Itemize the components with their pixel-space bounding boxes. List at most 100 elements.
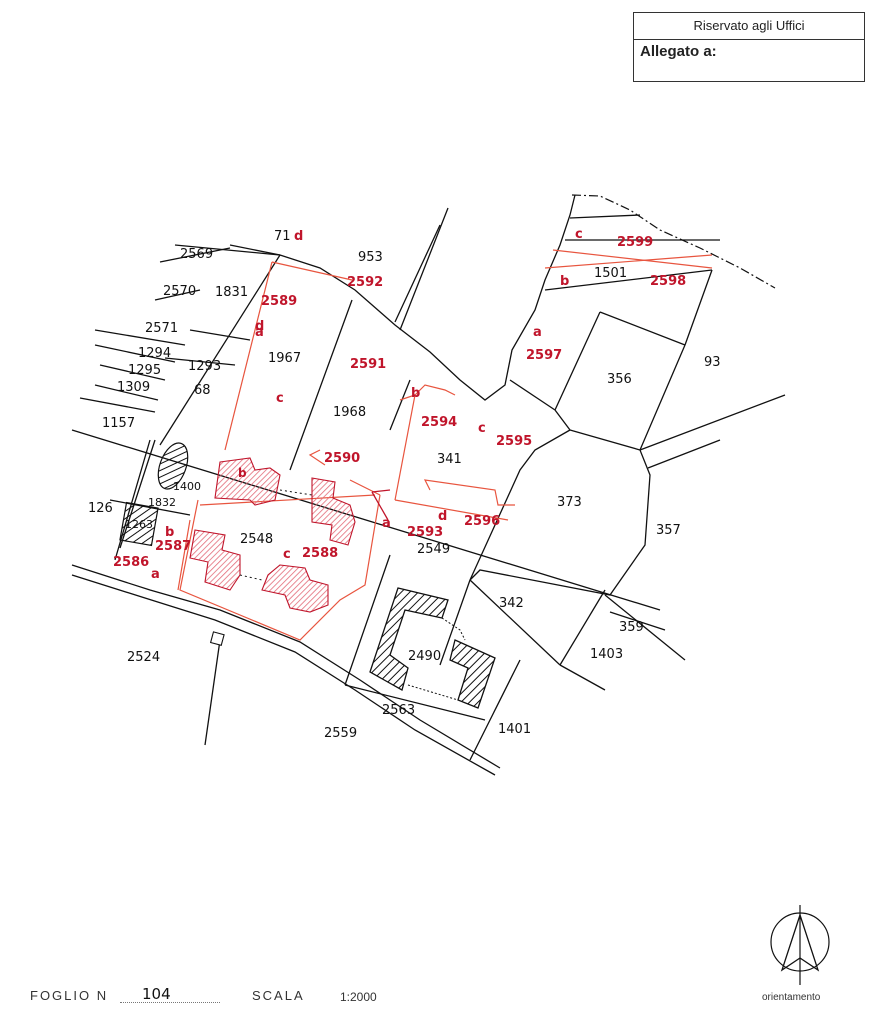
boundary-line <box>554 409 571 431</box>
subdivision-letter: b <box>238 466 247 480</box>
parcel-label-red: 2595 <box>496 434 532 449</box>
planned-building-sw <box>189 529 241 591</box>
boundary-line <box>684 269 713 346</box>
north-arrow <box>770 905 830 985</box>
parcel-label: 71 <box>274 229 291 244</box>
parcel-label: 1968 <box>333 405 366 420</box>
boundary-line <box>99 364 166 381</box>
parcel-label-red: 2596 <box>464 514 500 529</box>
dotted-paths <box>239 489 313 581</box>
boundary-line <box>554 311 601 411</box>
office-box-header: Riservato agli Uffici <box>634 13 864 40</box>
parcel-label-red: 2593 <box>407 525 443 540</box>
parcel-label: 68 <box>194 383 211 398</box>
boundary-line <box>559 589 606 666</box>
red-subdivision-lines <box>177 249 713 641</box>
parcel-label: 2563 <box>382 703 415 718</box>
boundary-line <box>94 384 159 401</box>
boundary-line <box>609 611 666 631</box>
parcel-label: 2548 <box>240 532 273 547</box>
parcel-label: 2570 <box>163 284 196 299</box>
boundary-line <box>159 247 231 263</box>
boundary-line <box>154 289 201 301</box>
planned-building-ne <box>311 477 356 546</box>
road <box>71 564 501 776</box>
scala-label: SCALA <box>252 988 305 1003</box>
boundary-line <box>569 214 641 219</box>
parcel-label: 2490 <box>408 649 441 664</box>
parcel-label-red: 2594 <box>421 415 457 430</box>
building-1400 <box>157 442 189 490</box>
parcel-label: 2571 <box>145 321 178 336</box>
parcel-label: 1293 <box>188 359 221 374</box>
boundary-line <box>394 224 441 323</box>
parcel-label-red: 2592 <box>347 275 383 290</box>
planned-building-nw <box>214 457 281 506</box>
foglio-dots <box>120 1002 220 1003</box>
parcel-labels-black: 71 953 2569 2570 1831 2571 1294 1295 130… <box>88 229 721 741</box>
parcel-label: 373 <box>557 495 582 510</box>
dotted-link <box>407 684 459 701</box>
subdivision-letter: d <box>438 509 447 524</box>
subdivision-letters: d d c b c a d b c a c b a b a <box>151 227 583 582</box>
boundary-line <box>204 639 221 746</box>
parcel-label: 1263 <box>125 518 153 531</box>
building-1263 <box>119 501 159 547</box>
parcel-label: 1403 <box>590 647 623 662</box>
parcel-label-red: 2589 <box>261 294 297 309</box>
parcel-label-red: 2598 <box>650 274 686 289</box>
dotted-link <box>441 617 466 641</box>
parcel-label: 126 <box>88 501 113 516</box>
boundary-line <box>559 664 606 691</box>
parcel-label: 2524 <box>127 650 160 665</box>
parcel-label: 1295 <box>128 363 161 378</box>
parcel-label: 2549 <box>417 542 450 557</box>
boundary-line <box>599 311 686 346</box>
parcel-label: 1832 <box>148 496 176 509</box>
boundary-line <box>469 579 561 666</box>
subdivision-letter: c <box>283 547 291 562</box>
boundary-line <box>174 244 281 256</box>
parcel-label: 2569 <box>180 247 213 262</box>
parcel-label: 359 <box>619 620 644 635</box>
small-structure <box>209 631 225 647</box>
parcel-label: 1831 <box>215 285 248 300</box>
parcel-label: 1294 <box>138 346 171 361</box>
parcel-label-red: 2599 <box>617 235 653 250</box>
boundary-line <box>344 684 486 721</box>
parcel-label-red: 2588 <box>302 546 338 561</box>
subdivision-letter: c <box>276 391 284 406</box>
boundary-line <box>639 394 786 451</box>
parcel-label-red: 2586 <box>113 555 149 570</box>
boundary-line <box>439 579 471 666</box>
subdivision-letter: b <box>560 274 569 289</box>
red-arrow <box>371 489 391 493</box>
building-2490-west <box>369 587 449 691</box>
boundary-line <box>604 594 686 661</box>
building-2490-east <box>449 639 496 709</box>
boundary-dashdot <box>571 194 776 289</box>
parcel-label-red: 2591 <box>350 357 386 372</box>
parcel-label: 2559 <box>324 726 357 741</box>
boundary-line <box>189 329 251 341</box>
scala-value: 1:2000 <box>340 990 377 1004</box>
allegato-label: Allegato a: <box>640 43 717 60</box>
parcel-label-red: 2587 <box>155 539 191 554</box>
subdivision-letter: b <box>165 525 174 540</box>
parcel-labels-red: 2592 2589 2591 2590 2594 2595 2593 2596 … <box>113 235 686 570</box>
parcel-label: 341 <box>437 452 462 467</box>
parcel-label-red: 2597 <box>526 348 562 363</box>
boundary-line <box>647 439 721 469</box>
subdivision-letter: d <box>294 229 303 244</box>
boundary-line <box>344 554 391 686</box>
foglio-number: 104 <box>142 985 171 1003</box>
parcel-label: 356 <box>607 372 632 387</box>
boundary-line <box>94 344 176 363</box>
boundary-line <box>399 207 449 331</box>
planned-building-se <box>261 564 329 613</box>
subdivision-letter: c <box>478 421 486 436</box>
parcel-label: 93 <box>704 355 721 370</box>
subdivision-letter: d <box>255 319 264 334</box>
parcel-label-red: 2590 <box>324 451 360 466</box>
red-arrow <box>371 491 389 521</box>
